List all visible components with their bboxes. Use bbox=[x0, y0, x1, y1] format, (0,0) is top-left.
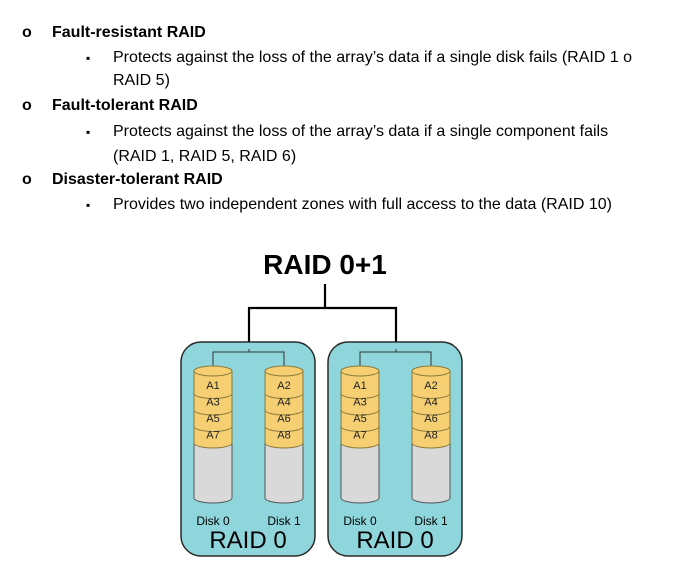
block-divider bbox=[193, 426, 233, 432]
data-block-label: A4 bbox=[424, 397, 437, 409]
data-block-label: A5 bbox=[206, 413, 219, 425]
disk-top-cap bbox=[340, 365, 380, 377]
data-region bbox=[264, 371, 304, 449]
data-region bbox=[411, 371, 451, 449]
block-divider bbox=[340, 393, 380, 399]
data-block-label: A6 bbox=[277, 413, 290, 425]
data-region bbox=[340, 371, 380, 449]
diagram-title: RAID 0+1 bbox=[263, 249, 387, 280]
data-block-label: A1 bbox=[353, 380, 366, 392]
data-block-label: A6 bbox=[424, 413, 437, 425]
circle-bullet-icon: o bbox=[22, 24, 32, 41]
block-divider bbox=[411, 409, 451, 416]
data-block-label: A5 bbox=[353, 413, 366, 425]
square-bullet-icon: ▪ bbox=[86, 198, 91, 212]
connector-lines bbox=[247, 284, 398, 349]
block-divider bbox=[340, 409, 380, 416]
disk-top-cap bbox=[411, 365, 451, 377]
disk-connector bbox=[359, 349, 432, 368]
data-block-label: A8 bbox=[424, 430, 437, 442]
block-divider bbox=[193, 393, 233, 399]
data-block-label: A7 bbox=[353, 430, 366, 442]
data-block-label: A8 bbox=[277, 430, 290, 442]
block-divider bbox=[193, 409, 233, 416]
data-block-label: A7 bbox=[206, 430, 219, 442]
block-divider bbox=[264, 393, 304, 399]
disk-top-cap bbox=[264, 365, 304, 377]
block-divider bbox=[411, 393, 451, 399]
bullet-title: Disaster-tolerant RAID bbox=[52, 171, 223, 188]
disk-top-cap bbox=[193, 365, 233, 377]
sub-bullet-line: (RAID 1, RAID 5, RAID 6) bbox=[113, 148, 297, 165]
sub-bullet-line: Protects against the loss of the array’s… bbox=[113, 123, 609, 140]
disk-label: Disk 1 bbox=[414, 514, 448, 528]
data-block-label: A4 bbox=[277, 397, 290, 409]
block-divider bbox=[264, 409, 304, 416]
data-region bbox=[193, 371, 233, 449]
raid-group-label: RAID 0 bbox=[209, 527, 286, 554]
connector-line bbox=[247, 306, 398, 349]
raid-group-label: RAID 0 bbox=[356, 527, 433, 554]
bullet-title: Fault-resistant RAID bbox=[52, 24, 206, 41]
disk-label: Disk 0 bbox=[196, 514, 230, 528]
square-bullet-icon: ▪ bbox=[86, 125, 91, 139]
data-block-label: A3 bbox=[353, 397, 366, 409]
disk-connector bbox=[212, 349, 285, 368]
block-divider bbox=[340, 426, 380, 432]
square-bullet-icon: ▪ bbox=[86, 51, 91, 65]
data-block-label: A2 bbox=[424, 380, 437, 392]
disk-label: Disk 1 bbox=[267, 514, 301, 528]
block-divider bbox=[264, 426, 304, 432]
disk-label: Disk 0 bbox=[343, 514, 377, 528]
sub-bullet-line: RAID 5) bbox=[113, 72, 170, 89]
circle-bullet-icon: o bbox=[22, 97, 32, 114]
bullet-title: Fault-tolerant RAID bbox=[52, 97, 198, 114]
data-block-label: A1 bbox=[206, 380, 219, 392]
circle-bullet-icon: o bbox=[22, 171, 32, 188]
block-divider bbox=[411, 426, 451, 432]
data-block-label: A2 bbox=[277, 380, 290, 392]
sub-bullet-line: Provides two independent zones with full… bbox=[113, 196, 612, 213]
data-block-label: A3 bbox=[206, 397, 219, 409]
sub-bullet-line: Protects against the loss of the array’s… bbox=[113, 49, 633, 66]
